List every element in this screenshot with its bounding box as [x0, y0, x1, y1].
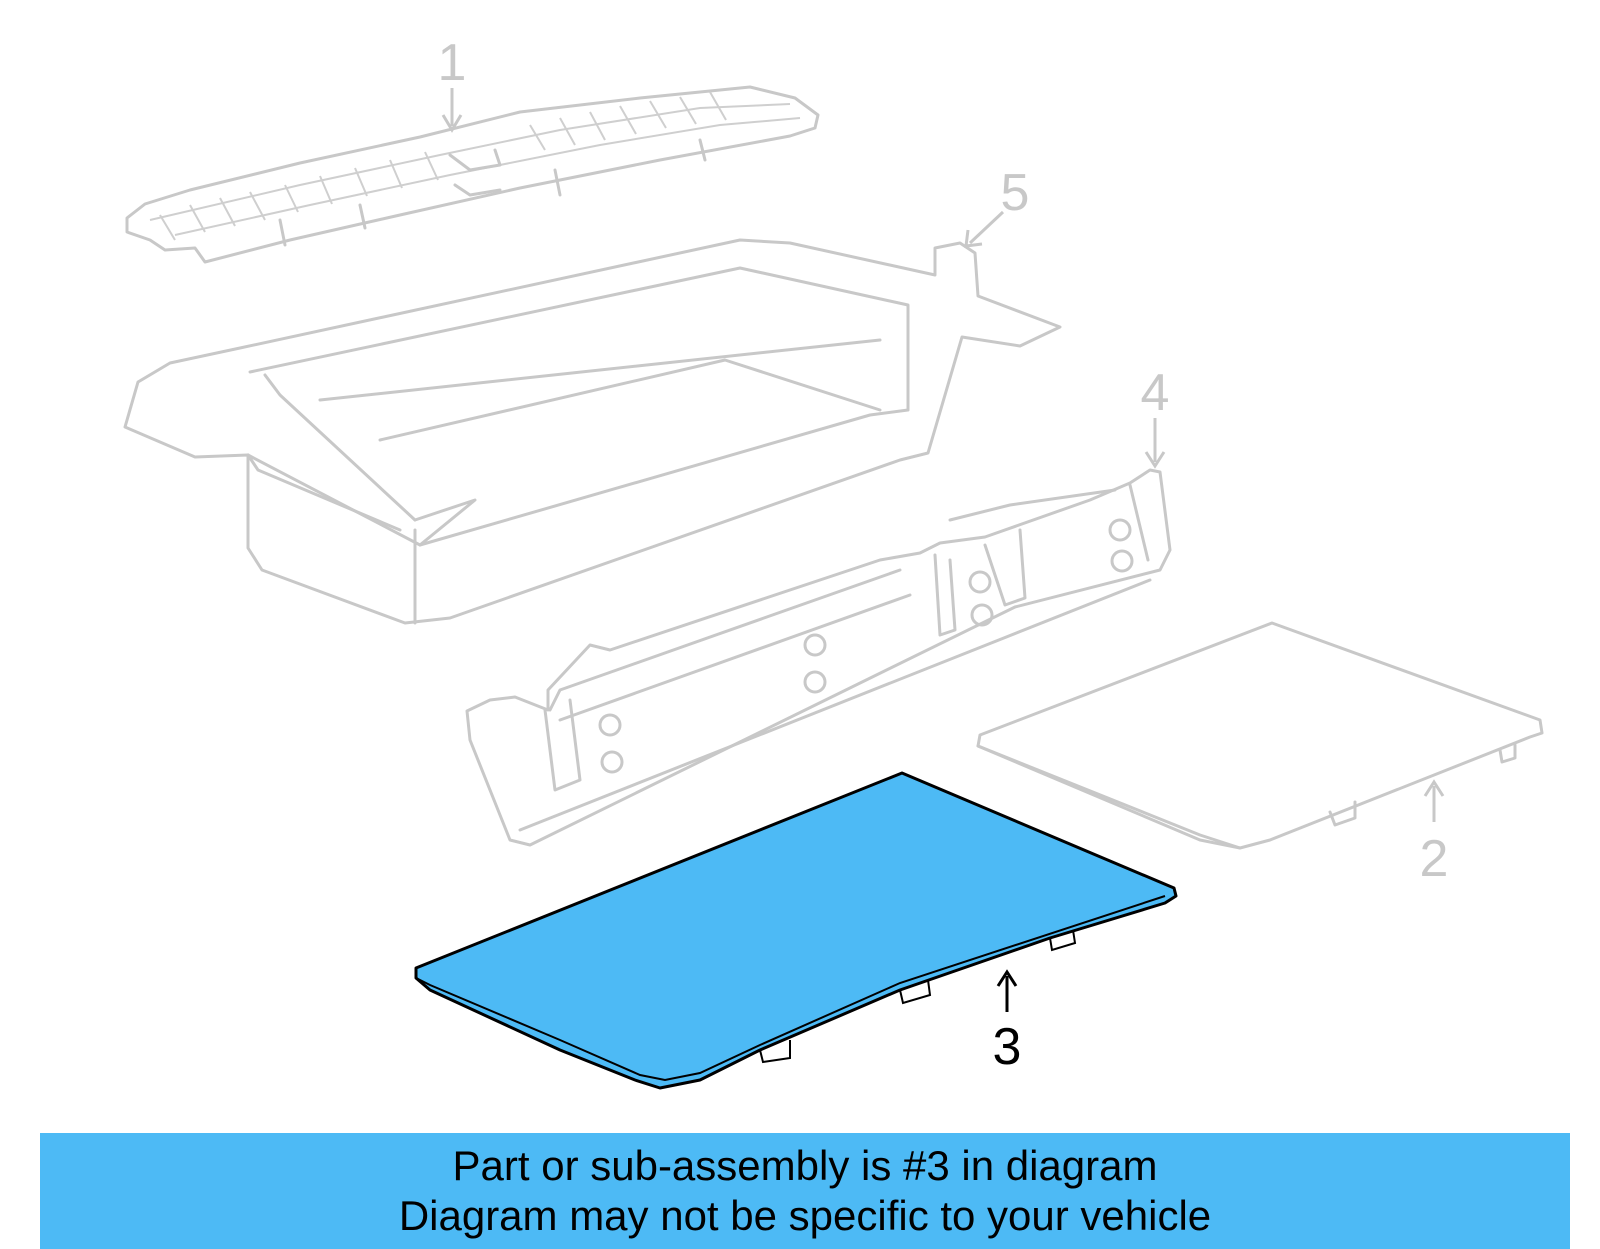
callout-number-5: 5 [1001, 164, 1030, 222]
callout-2: 2 [1420, 779, 1449, 888]
callout-1: 1 [438, 34, 467, 133]
part-5-floor-tub[interactable] [123, 238, 1062, 625]
part-4-rear-sill[interactable] [465, 468, 1172, 847]
part-3-floor-panel[interactable] [414, 771, 1178, 1090]
callout-5: 5 [964, 164, 1030, 248]
caption-line-1: Part or sub-assembly is #3 in diagram [452, 1142, 1158, 1189]
callout-number-2: 2 [1420, 830, 1449, 888]
parts-diagram: 1 5 4 2 3 [123, 34, 1544, 1090]
part-2-side-cover[interactable] [976, 621, 1544, 850]
callout-4: 4 [1141, 364, 1170, 469]
callout-number-1: 1 [438, 34, 467, 92]
callout-number-4: 4 [1141, 364, 1170, 422]
callout-number-3: 3 [993, 1018, 1022, 1076]
caption-line-2: Diagram may not be specific to your vehi… [398, 1192, 1212, 1239]
caption-banner: Part or sub-assembly is #3 in diagram Di… [40, 1133, 1570, 1249]
callout-3: 3 [993, 969, 1022, 1076]
part-1-trim-panel[interactable] [125, 85, 820, 264]
